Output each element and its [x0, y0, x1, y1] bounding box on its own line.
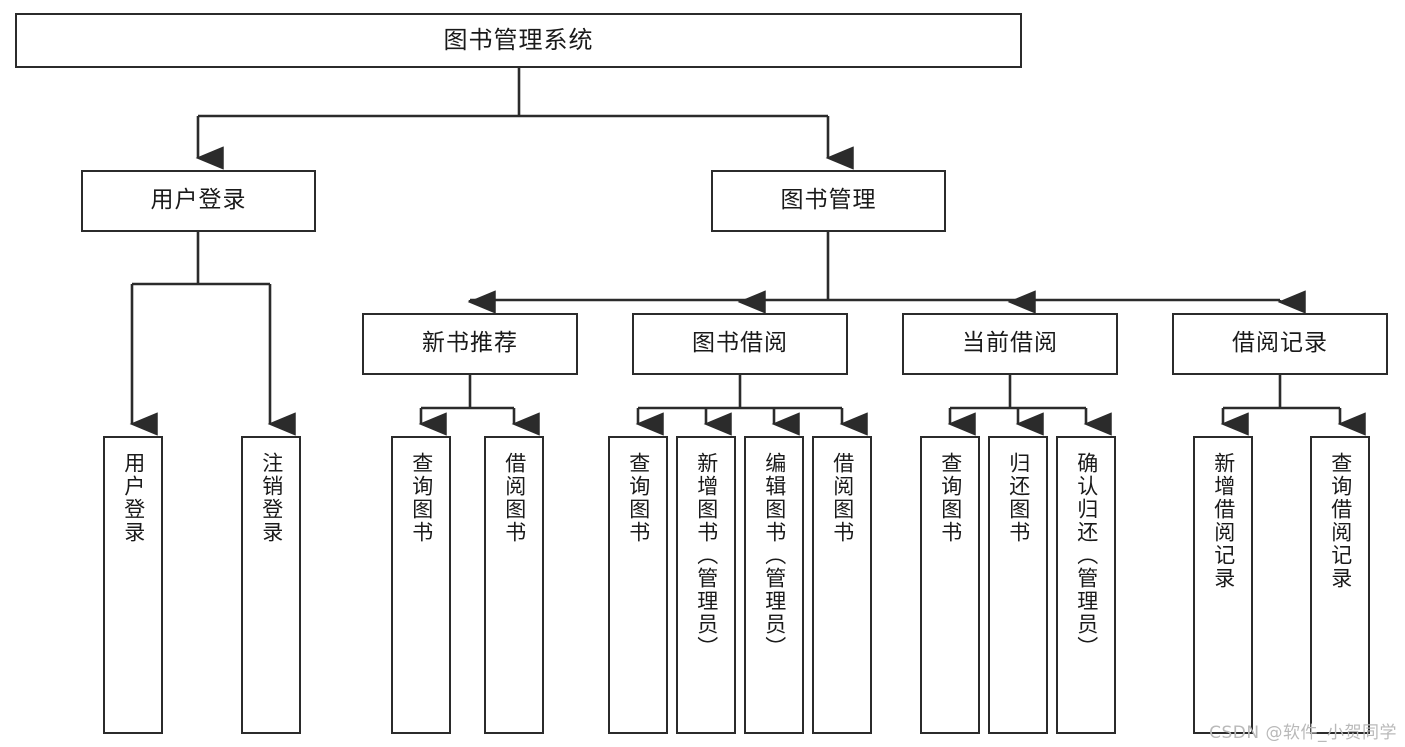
leaf-label: 注销登录 — [259, 452, 284, 544]
leaf-new-book-query[interactable]: 查询图书 — [391, 436, 451, 734]
leaf-new-book-borrow[interactable]: 借阅图书 — [484, 436, 544, 734]
leaf-label: 归还图书 — [1006, 452, 1031, 544]
leaf-borrow-edit-book[interactable]: 编辑图书（管理员） — [744, 436, 804, 734]
node-book-borrow[interactable]: 图书借阅 — [632, 313, 848, 375]
node-label: 用户登录 — [150, 187, 247, 214]
leaf-label: 新增图书（管理员） — [694, 452, 719, 659]
node-label: 图书借阅 — [692, 330, 788, 357]
node-label: 借阅记录 — [1232, 330, 1328, 357]
leaf-label: 查询图书 — [626, 452, 651, 544]
leaf-label: 确认归还（管理员） — [1074, 452, 1099, 659]
node-new-book-recommend[interactable]: 新书推荐 — [362, 313, 578, 375]
node-label: 图书管理 — [780, 187, 877, 214]
leaf-borrow-borrow-book[interactable]: 借阅图书 — [812, 436, 872, 734]
node-user-login[interactable]: 用户登录 — [81, 170, 316, 232]
leaf-label: 查询图书 — [938, 452, 963, 544]
node-label: 新书推荐 — [422, 330, 518, 357]
leaf-label: 编辑图书（管理员） — [762, 452, 787, 659]
leaf-label: 借阅图书 — [830, 452, 855, 544]
leaf-current-query-book[interactable]: 查询图书 — [920, 436, 980, 734]
leaf-user-login-logout[interactable]: 注销登录 — [241, 436, 301, 734]
watermark: CSDN @软件_小贺同学 — [1209, 723, 1397, 743]
leaf-borrow-add-book[interactable]: 新增图书（管理员） — [676, 436, 736, 734]
leaf-label: 查询借阅记录 — [1328, 452, 1353, 590]
leaf-label: 借阅图书 — [502, 452, 527, 544]
node-label: 当前借阅 — [962, 330, 1058, 357]
node-label: 图书管理系统 — [443, 26, 594, 55]
leaf-label: 用户登录 — [121, 452, 146, 544]
leaf-label: 查询图书 — [409, 452, 434, 544]
leaf-current-confirm-return[interactable]: 确认归还（管理员） — [1056, 436, 1116, 734]
node-borrow-record[interactable]: 借阅记录 — [1172, 313, 1388, 375]
leaf-current-return-book[interactable]: 归还图书 — [988, 436, 1048, 734]
leaf-user-login-login[interactable]: 用户登录 — [103, 436, 163, 734]
leaf-borrow-query-book[interactable]: 查询图书 — [608, 436, 668, 734]
leaf-label: 新增借阅记录 — [1211, 452, 1236, 590]
node-root-system[interactable]: 图书管理系统 — [15, 13, 1022, 68]
node-current-borrow[interactable]: 当前借阅 — [902, 313, 1118, 375]
leaf-record-query-record[interactable]: 查询借阅记录 — [1310, 436, 1370, 734]
node-book-management[interactable]: 图书管理 — [711, 170, 946, 232]
leaf-record-add-record[interactable]: 新增借阅记录 — [1193, 436, 1253, 734]
